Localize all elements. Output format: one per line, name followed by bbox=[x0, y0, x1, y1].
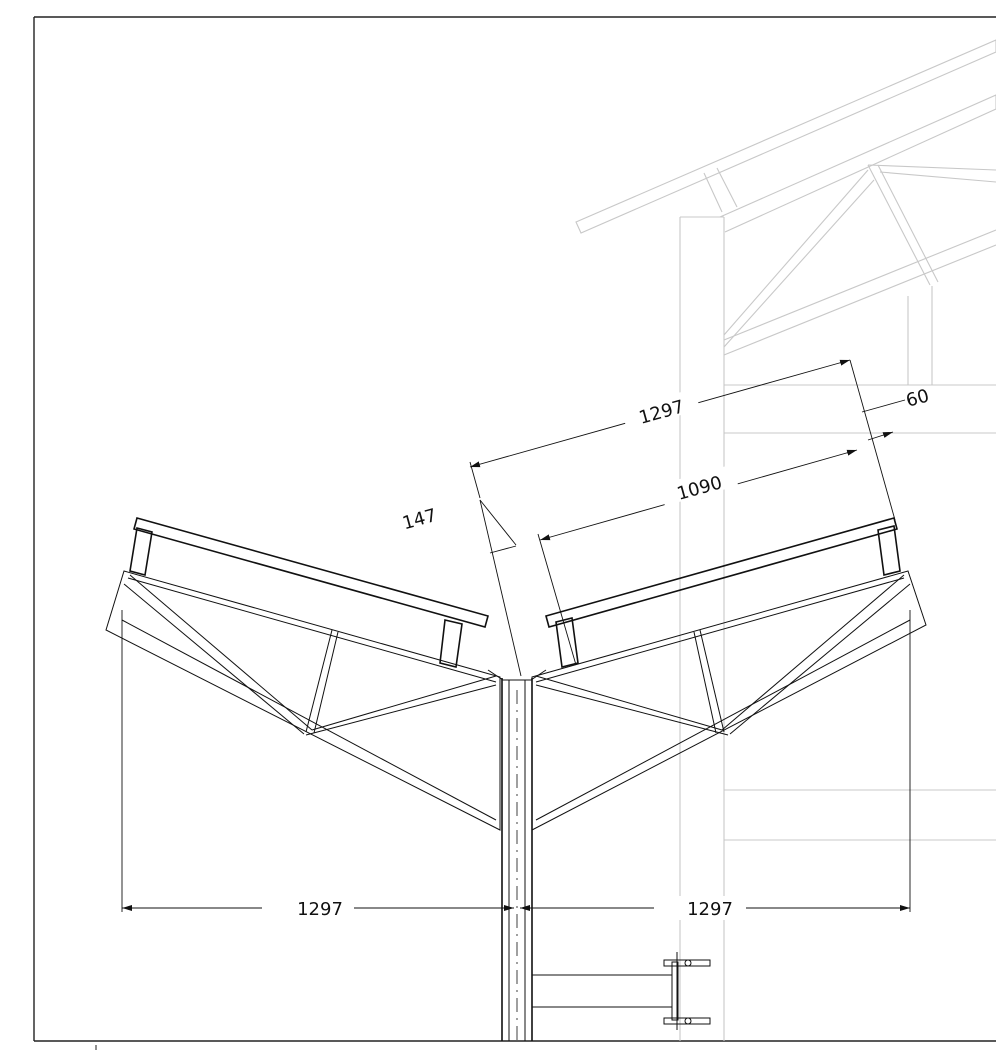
background-building bbox=[575, 39, 996, 1041]
base-left-label: 1297 bbox=[297, 899, 343, 920]
dimension-vertical-147 bbox=[479, 499, 522, 677]
offset-label: 60 bbox=[904, 385, 932, 411]
dimension-base-right-1297 bbox=[520, 610, 911, 912]
base-right-label: 1297 bbox=[687, 899, 733, 920]
canopy-right-wing bbox=[531, 517, 927, 831]
canopy-left-wing bbox=[105, 517, 501, 831]
inner-length-label: 1090 bbox=[675, 472, 725, 504]
dimension-offset-60 bbox=[861, 399, 906, 441]
top-length-label: 1297 bbox=[637, 396, 687, 428]
vertical-label: 147 bbox=[400, 505, 439, 534]
drawing-frame bbox=[33, 16, 996, 1050]
wall-bracket bbox=[531, 952, 711, 1030]
center-post bbox=[487, 669, 547, 1041]
dimension-base-left-1297 bbox=[121, 610, 514, 912]
